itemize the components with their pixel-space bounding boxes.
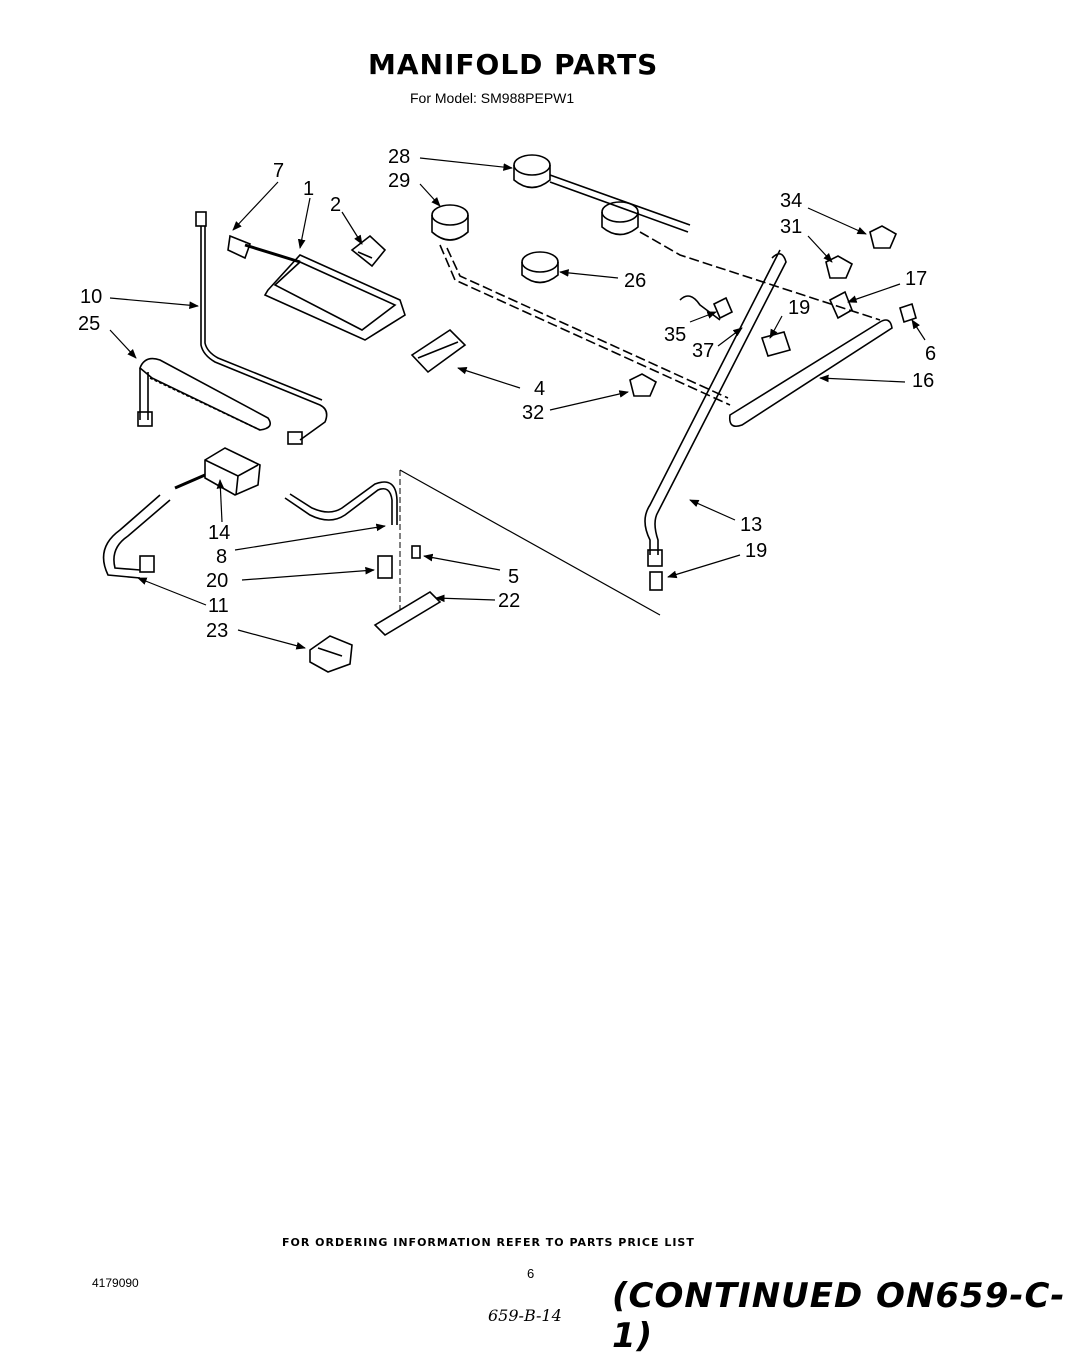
callout-11: 11 xyxy=(208,595,229,617)
knob-34-part xyxy=(869,225,898,249)
callout-17: 17 xyxy=(905,268,928,290)
broil-supply-tube-part xyxy=(195,211,328,445)
knob-31-part xyxy=(825,255,854,279)
callout-10: 10 xyxy=(80,286,103,308)
callout-13: 13 xyxy=(740,514,763,536)
callout-31: 31 xyxy=(780,216,803,238)
leader-lines xyxy=(109,157,926,650)
continued-note: (CONTINUED ON659-C-1) xyxy=(612,1276,1066,1356)
knob-32-part xyxy=(629,373,658,397)
callout-28: 28 xyxy=(388,146,411,168)
callout-7: 7 xyxy=(273,160,285,182)
callout-32: 32 xyxy=(522,402,545,424)
ordering-info: FOR ORDERING INFORMATION REFER TO PARTS … xyxy=(282,1236,695,1249)
bake-burner-part xyxy=(137,357,271,431)
callout-35: 35 xyxy=(664,324,687,346)
callout-19-a: 19 xyxy=(788,297,811,319)
valve-17-part xyxy=(828,290,853,320)
callout-16: 16 xyxy=(912,370,935,392)
model-subtitle: For Model: SM988PEPW1 xyxy=(410,90,575,106)
page-number: 6 xyxy=(527,1266,535,1281)
callout-26: 26 xyxy=(624,270,647,292)
callout-1: 1 xyxy=(303,178,315,200)
callout-14: 14 xyxy=(208,522,231,544)
page-title: MANIFOLD PARTS xyxy=(368,48,659,81)
callout-6: 6 xyxy=(925,343,937,365)
callout-20: 20 xyxy=(206,570,229,592)
document-number: 4179090 xyxy=(92,1276,139,1290)
callout-34: 34 xyxy=(780,190,803,212)
tube-13-part xyxy=(644,249,787,555)
callout-5: 5 xyxy=(508,566,520,588)
callout-37: 37 xyxy=(692,340,715,362)
callout-8: 8 xyxy=(216,546,228,568)
callout-23: 23 xyxy=(206,620,229,642)
callout-22: 22 xyxy=(498,590,521,612)
bake-tube-part xyxy=(102,494,171,579)
callout-2: 2 xyxy=(330,194,342,216)
broil-burner-part xyxy=(227,234,406,341)
manifold-tube-16-part xyxy=(728,319,893,428)
top-burners-part xyxy=(431,154,881,406)
bracket-2-part xyxy=(350,234,387,268)
callout-25: 25 xyxy=(78,313,101,335)
callout-4: 4 xyxy=(534,378,546,400)
callout-29: 29 xyxy=(388,170,411,192)
safety-valve-part xyxy=(174,447,261,496)
supply-tube-8-part xyxy=(284,481,398,525)
orifice-6-part xyxy=(899,302,917,324)
fitting-35-part xyxy=(712,296,734,320)
callout-19-b: 19 xyxy=(745,540,768,562)
orifice-19-part xyxy=(760,331,792,357)
bracket-4-part xyxy=(410,328,467,374)
handwritten-reference: 659-B-14 xyxy=(488,1306,562,1325)
